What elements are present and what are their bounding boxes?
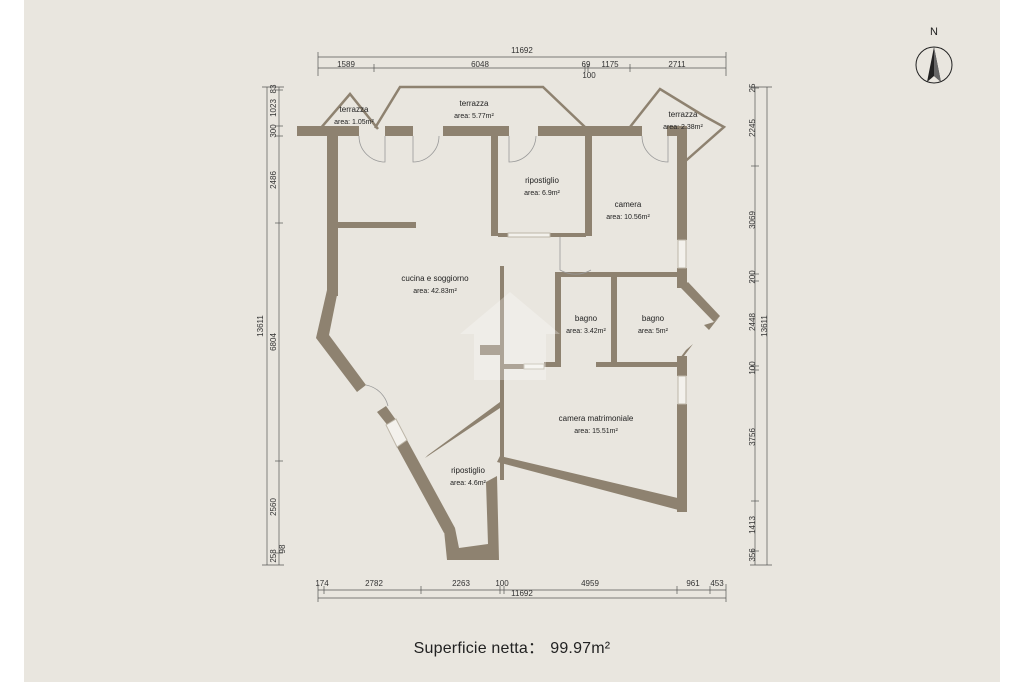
dim-bottom-5: 4959 — [581, 579, 599, 588]
room-name-cucina-soggiorno: cucina e soggiorno — [401, 274, 469, 283]
windows — [385, 232, 687, 448]
dim-top-3: 69 — [582, 60, 591, 69]
room-name-ripostiglio-1: ripostiglio — [525, 176, 559, 185]
dim-bottom-6: 961 — [686, 579, 700, 588]
dim-bottom-total: 11692 — [511, 589, 533, 598]
dim-top-total: 11692 — [511, 46, 533, 55]
terrace-outlines — [319, 85, 727, 166]
dimension-labels: 11692 1589 6048 69 1175 2711 100 174 278… — [256, 46, 769, 598]
dim-right-8: 1413 — [748, 516, 757, 534]
dim-left-7: 98 — [278, 544, 287, 553]
room-area-camera-matrimoniale: area: 15.51m² — [574, 428, 618, 435]
dim-right-4: 200 — [748, 270, 757, 284]
dim-left-4: 2486 — [269, 171, 278, 189]
room-name-camera-matrimoniale: camera matrimoniale — [559, 414, 634, 423]
dim-right-3: 3069 — [748, 211, 757, 229]
dim-right-2: 2245 — [748, 119, 757, 137]
watermark-logo — [460, 292, 560, 380]
dim-left-5: 6804 — [269, 333, 278, 351]
dim-right-5: 2448 — [748, 313, 757, 331]
floor-plan-canvas: 11692 1589 6048 69 1175 2711 100 174 278… — [24, 0, 1000, 682]
dim-bottom-7: 453 — [710, 579, 724, 588]
dim-right-total: 13611 — [760, 315, 769, 337]
dim-left-8: 258 — [269, 549, 278, 563]
compass-label: N — [930, 26, 938, 38]
room-labels: terrazza area: 1.05m² terrazza area: 5.7… — [334, 99, 703, 487]
room-area-ripostiglio-1: area: 6.9m² — [524, 190, 560, 197]
dim-left-3: 300 — [269, 124, 278, 138]
dim-left-total: 13611 — [256, 315, 265, 337]
net-surface-label: Superficie netta： — [413, 640, 545, 657]
dim-right-6: 100 — [748, 361, 757, 375]
dimension-lines — [262, 52, 772, 602]
dim-bottom-1: 174 — [315, 579, 329, 588]
room-name-ripostiglio-2: ripostiglio — [451, 466, 485, 475]
dim-left-1: 83 — [269, 84, 278, 93]
north-arrow-icon: N — [915, 26, 953, 84]
net-surface-caption: Superficie netta： 99.97m² — [0, 634, 1024, 658]
dim-right-1: 25 — [748, 83, 757, 92]
dim-top-4: 1175 — [601, 60, 619, 69]
dim-right-9: 356 — [748, 548, 757, 562]
room-area-camera: area: 10.56m² — [606, 214, 650, 221]
room-name-bagno-1: bagno — [575, 314, 598, 323]
dim-left-2: 1023 — [269, 99, 278, 117]
room-name-terrazza-1: terrazza — [340, 105, 369, 114]
dim-top-2: 6048 — [471, 60, 489, 69]
dim-top-5: 2711 — [668, 60, 686, 69]
room-name-terrazza-2: terrazza — [460, 99, 489, 108]
walls — [297, 126, 720, 560]
net-surface-value: 99.97m² — [550, 640, 611, 657]
door-swings — [358, 135, 669, 407]
room-area-terrazza-1: area: 1.05m² — [334, 119, 374, 126]
dim-right-7: 3756 — [748, 428, 757, 446]
room-area-cucina-soggiorno: area: 42.83m² — [413, 288, 457, 295]
floor-plan: 11692 1589 6048 69 1175 2711 100 174 278… — [256, 26, 953, 602]
room-name-bagno-2: bagno — [642, 314, 665, 323]
dim-bottom-3: 2263 — [452, 579, 470, 588]
room-area-bagno-2: area: 5m² — [638, 328, 669, 335]
room-area-terrazza-3: area: 2.38m² — [663, 124, 703, 131]
room-area-ripostiglio-2: area: 4.6m² — [450, 480, 486, 487]
dim-top-sub: 100 — [582, 71, 596, 80]
room-name-terrazza-3: terrazza — [669, 110, 698, 119]
dim-bottom-4: 100 — [495, 579, 509, 588]
room-area-bagno-1: area: 3.42m² — [566, 328, 606, 335]
dim-bottom-2: 2782 — [365, 579, 383, 588]
dim-left-6: 2560 — [269, 498, 278, 516]
dim-top-1: 1589 — [337, 60, 355, 69]
room-area-terrazza-2: area: 5.77m² — [454, 113, 494, 120]
room-name-camera: camera — [615, 200, 642, 209]
